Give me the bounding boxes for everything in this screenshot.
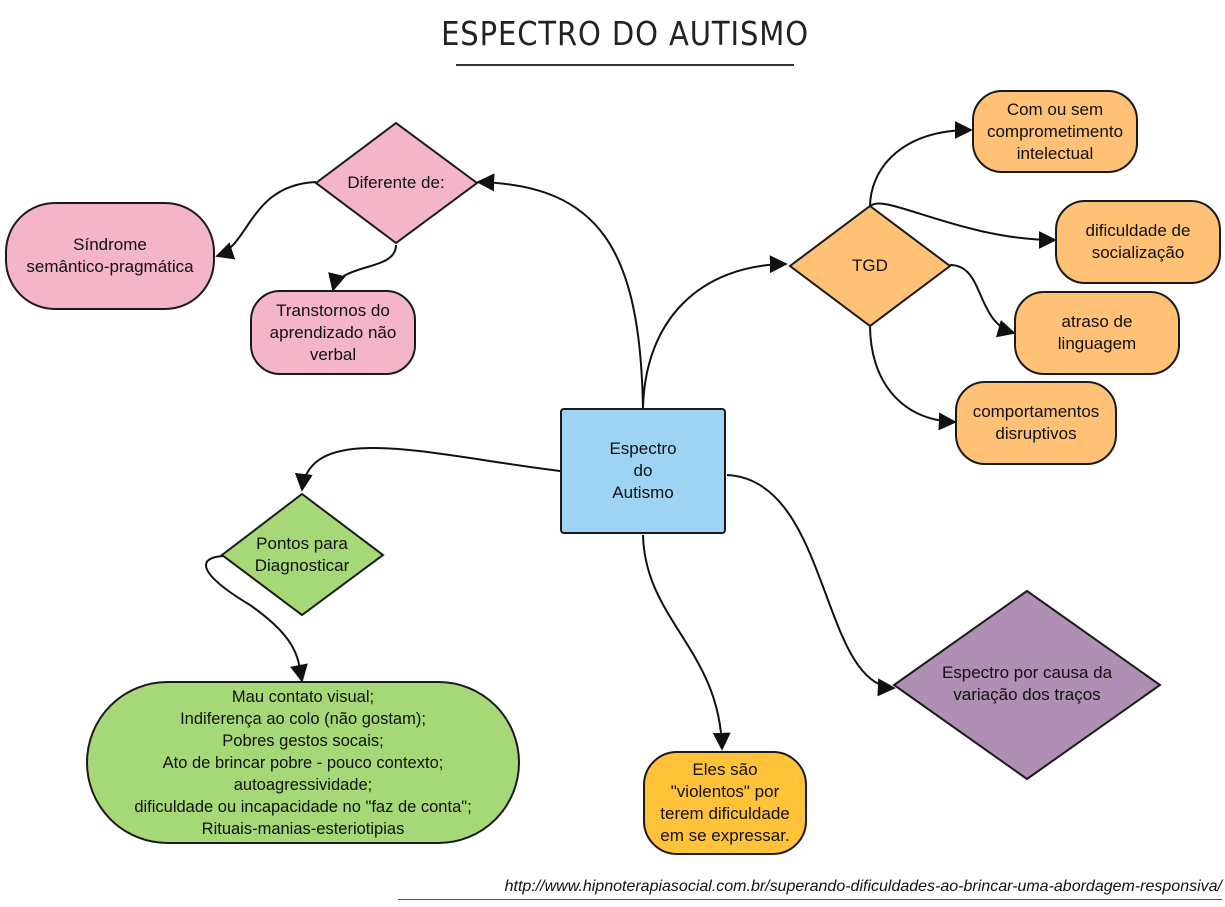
- source-url-underline: [398, 899, 1222, 900]
- diferente-diamond-shape: [314, 121, 479, 245]
- edge-tgd-comportamentos: [869, 324, 957, 431]
- edge-diferente-sindrome: [215, 181, 317, 260]
- edge-tgd-linguagem: [949, 264, 1016, 338]
- edge-center-tgd: [642, 255, 788, 409]
- center-node-espectro: Espectro do Autismo: [560, 408, 726, 534]
- diagram-title: ESPECTRO DO AUTISMO: [441, 14, 809, 53]
- tgd-diamond-shape: [788, 204, 952, 328]
- edge-center-diferente: [476, 173, 644, 409]
- edge-center-pontos: [294, 447, 561, 492]
- edge-tgd-socializacao: [869, 202, 1057, 249]
- variacao-diamond-shape: [892, 589, 1162, 781]
- transtornos-node: Transtornos do aprendizado não verbal: [250, 290, 416, 375]
- sintomas-node: Mau contato visual; Indiferença ao colo …: [86, 681, 520, 844]
- edge-center-variacao: [726, 474, 896, 697]
- tgd-node-label: TGD: [852, 256, 888, 275]
- comprometimento-node: Com ou sem comprometimento intelectual: [972, 90, 1138, 173]
- comportamentos-node: comportamentos disruptivos: [955, 381, 1117, 465]
- edge-diferente-transtornos: [328, 244, 397, 292]
- edge-center-violentos: [642, 534, 731, 751]
- pontos-node-label: Pontos para Diagnosticar: [254, 534, 350, 575]
- edge-tgd-comprometimento: [869, 121, 973, 208]
- source-url-link[interactable]: http://www.hipnoterapiasocial.com.br/sup…: [504, 878, 1222, 895]
- diferente-node-label: Diferente de:: [347, 173, 445, 192]
- sindrome-node: Síndrome semântico-pragmática: [5, 202, 215, 310]
- socializacao-node: dificuldade de socialização: [1055, 200, 1221, 284]
- title-underline: [456, 64, 794, 66]
- linguagem-node: atraso de linguagem: [1014, 291, 1180, 375]
- variacao-node-label: Espectro por causa da variação dos traço…: [941, 663, 1113, 704]
- pontos-diamond-shape: [220, 492, 385, 617]
- violentos-node: Eles são "violentos" por terem dificulda…: [643, 751, 807, 855]
- edge-pontos-sintomas: [205, 555, 308, 683]
